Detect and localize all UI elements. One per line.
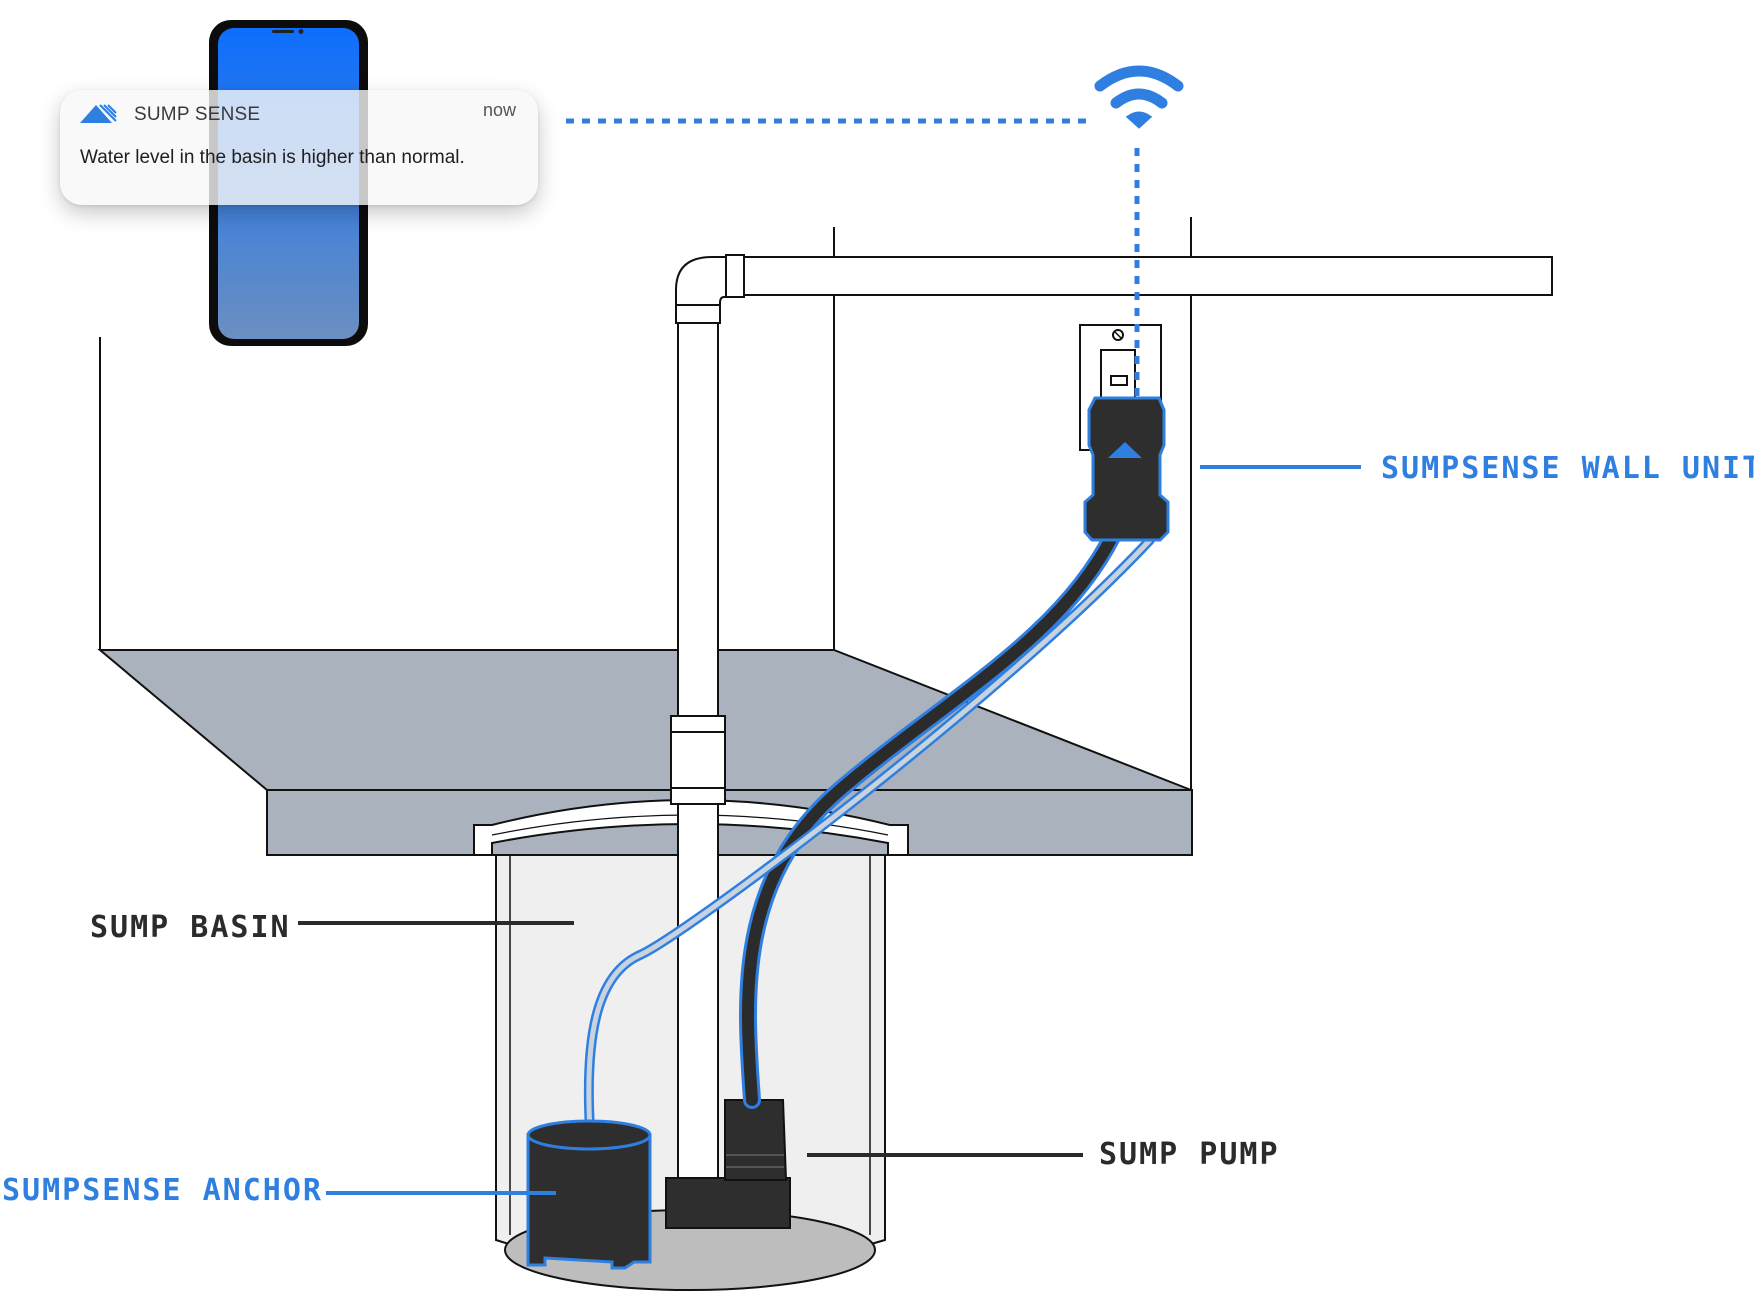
discharge-pipe-horizontal xyxy=(725,254,1553,298)
sump-sense-logo-icon xyxy=(80,104,117,123)
label-sump-pump: SUMP PUMP xyxy=(1099,1137,1280,1172)
sumpsense-anchor xyxy=(526,1119,652,1270)
push-notification[interactable]: SUMP SENSE now Water level in the basin … xyxy=(60,90,538,205)
notification-app-name: SUMP SENSE xyxy=(134,104,261,125)
pump-power-cable xyxy=(739,526,1122,1109)
label-sumpsense-wall-unit: SUMPSENSE WALL UNIT xyxy=(1381,451,1754,486)
anchor-sensor-cable xyxy=(583,535,1155,1135)
wireless-link xyxy=(566,118,1140,400)
discharge-pipe-vertical xyxy=(670,256,727,1211)
callout-lines xyxy=(298,465,1361,1195)
label-sump-basin: SUMP BASIN xyxy=(90,910,291,945)
wifi-icon xyxy=(1094,65,1184,129)
sumpsense-wall-unit xyxy=(1083,396,1170,542)
sump-pump xyxy=(665,1099,791,1229)
notification-message: Water level in the basin is higher than … xyxy=(80,147,465,168)
basement-walls xyxy=(99,217,1192,790)
notification-time: now xyxy=(482,100,516,120)
label-sumpsense-anchor: SUMPSENSE ANCHOR xyxy=(2,1173,323,1208)
